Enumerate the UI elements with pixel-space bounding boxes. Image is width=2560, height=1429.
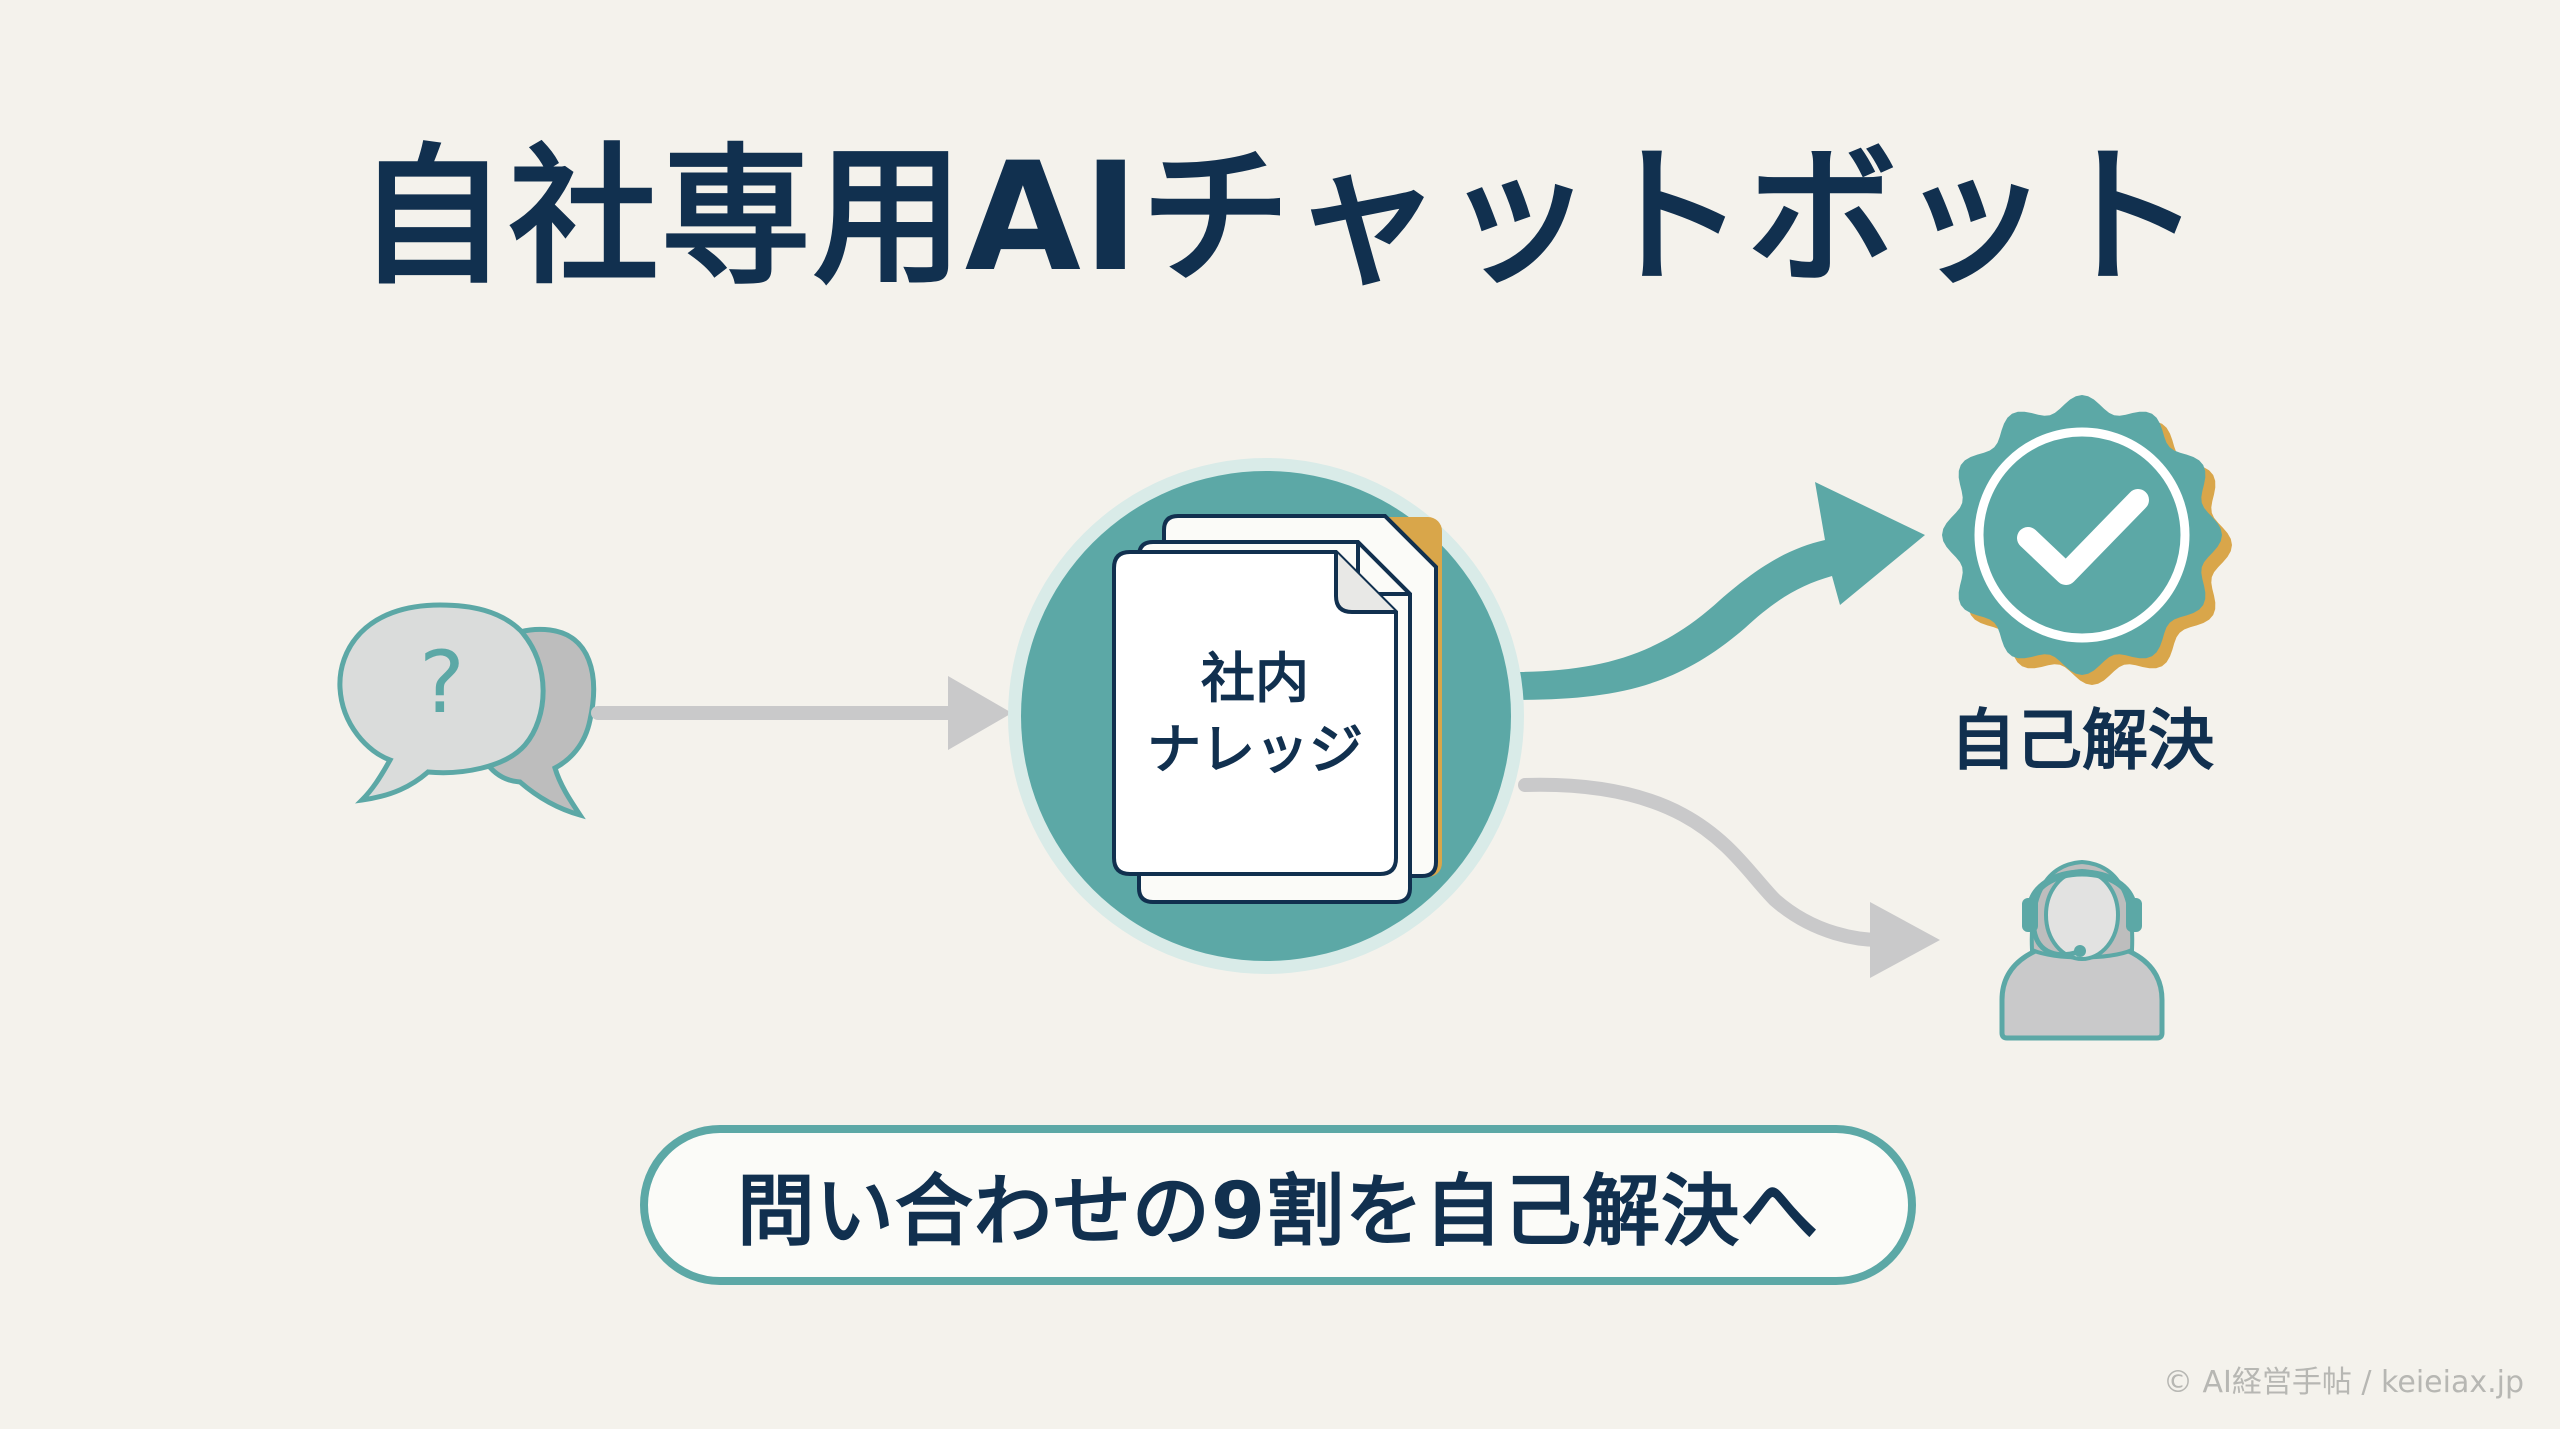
operator-headset-icon xyxy=(1999,859,2165,1041)
input-arrow xyxy=(591,676,1012,750)
svg-text:?: ? xyxy=(419,633,465,733)
copyright-footer: © AI経営手帖 / keieiax.jp xyxy=(2162,1365,2524,1400)
summary-message: 問い合わせの9割を自己解決へ xyxy=(736,1167,1820,1257)
escalation-arrow xyxy=(1518,777,1940,978)
documents-icon: 社内 ナレッジ xyxy=(1112,514,1442,904)
resolve-arrow xyxy=(1510,482,1925,700)
page-title: 自社専用AIチャットボット xyxy=(356,131,2204,305)
summary-pill: 問い合わせの9割を自己解決へ xyxy=(640,1125,1916,1285)
knowledge-label-line2: ナレッジ xyxy=(1147,718,1363,781)
knowledge-label-line1: 社内 xyxy=(1201,647,1309,710)
check-badge-icon xyxy=(1942,395,2232,685)
self-resolve-label: 自己解決 xyxy=(1950,702,2214,779)
question-bubble-icon: ? xyxy=(337,602,597,820)
